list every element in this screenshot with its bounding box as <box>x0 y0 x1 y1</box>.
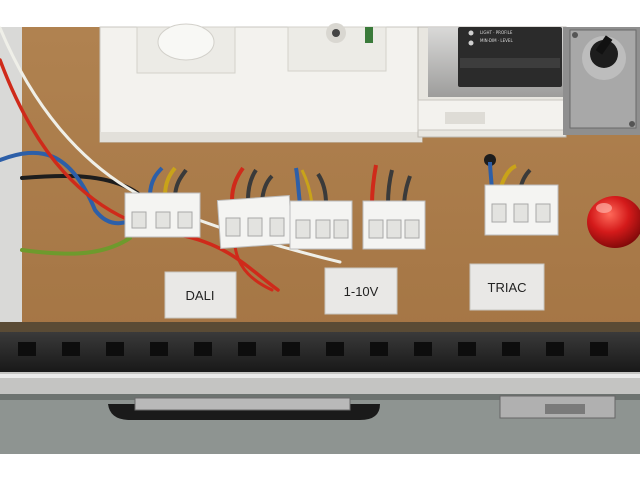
svg-text:MIN·DIM · LEVEL: MIN·DIM · LEVEL <box>480 38 513 43</box>
terminal-block-dali <box>124 166 201 238</box>
bottom-margin <box>0 454 640 480</box>
top-margin <box>0 0 640 27</box>
rotary-knob-plate <box>563 27 640 135</box>
label-triac-text: TRIAC <box>488 280 527 295</box>
terminal-block-2 <box>216 166 294 249</box>
dimmer-knob-icon <box>157 23 215 61</box>
terminal-block-4 <box>362 164 426 250</box>
label-1-10v: 1-10V <box>324 267 398 315</box>
label-dali-text: DALI <box>186 288 215 303</box>
case-bottom <box>0 394 640 454</box>
label-1-10v-text: 1-10V <box>344 284 379 299</box>
socket-faceplate <box>99 23 423 143</box>
control-module: LIGHT · PROFILE MIN·DIM · LEVEL <box>417 26 568 138</box>
svg-text:LIGHT · PROFILE: LIGHT · PROFILE <box>480 30 513 35</box>
terminal-block-triac <box>484 154 559 236</box>
din-rail <box>0 322 640 394</box>
label-dali: DALI <box>164 271 237 319</box>
red-indicator-lamp-icon <box>587 196 640 248</box>
label-triac: TRIAC <box>469 263 545 311</box>
terminal-block-1-10v <box>289 167 353 250</box>
